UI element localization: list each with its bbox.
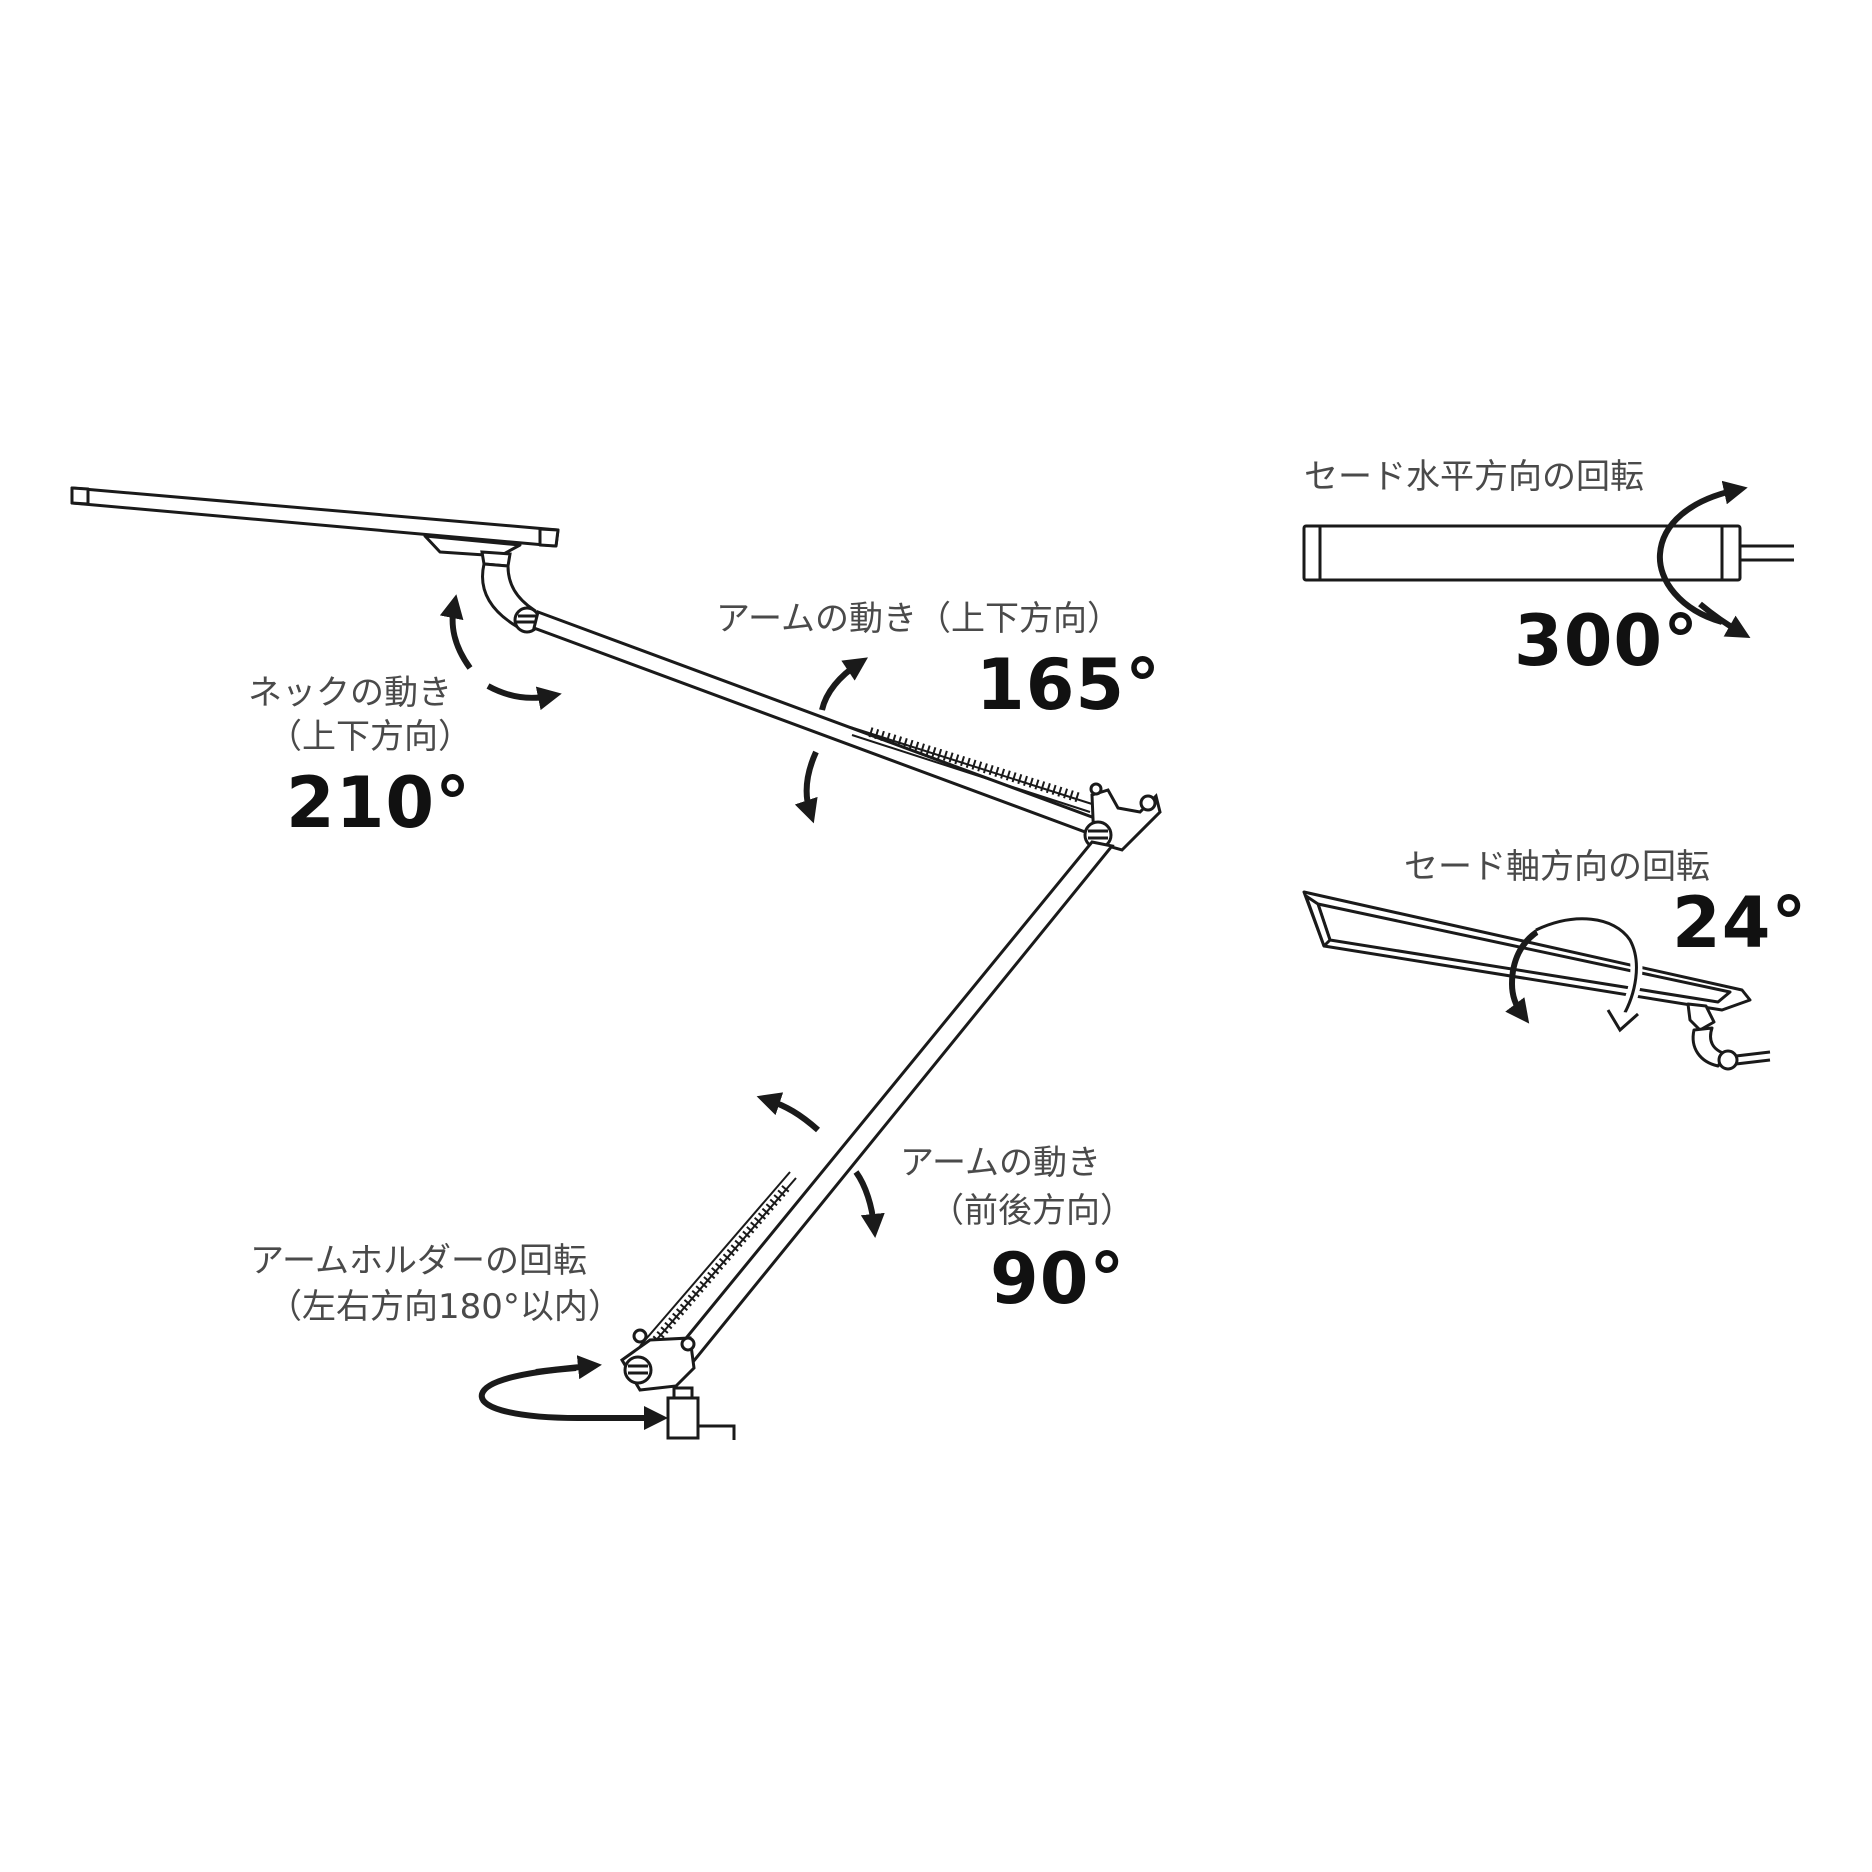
shade-axis-title: セード軸方向の回転: [1404, 847, 1710, 887]
arm-holder-title: アームホルダーの回転: [250, 1241, 587, 1281]
arm-front-back-angle: 90°: [990, 1238, 1126, 1320]
upper-arm-rotation-arrows: [794, 657, 868, 824]
arm-holder-subtitle: （左右方向180°以内）: [268, 1287, 622, 1327]
shade-horizontal-title: セード水平方向の回転: [1304, 457, 1644, 497]
neck-title: ネックの動き: [248, 673, 452, 713]
arm-front-back-title: アームの動き: [900, 1143, 1101, 1183]
shade-axis-rotation-arrow-white: [1533, 912, 1643, 1033]
shade-axis-angle: 24°: [1672, 882, 1808, 964]
arm-holder: [620, 1328, 736, 1440]
arm-vertical-title: アームの動き（上下方向）: [716, 599, 1121, 639]
neck-rotation-arrows: [439, 594, 562, 711]
elbow-joint: [1083, 782, 1162, 852]
lamp-shade: [70, 486, 560, 558]
arm-holder-rotation-arrows: [478, 1355, 668, 1430]
lower-arm-rotation-arrows: [756, 1092, 885, 1238]
arm-vertical-angle: 165°: [976, 644, 1162, 726]
neck-angle: 210°: [286, 762, 472, 844]
lamp-neck: [480, 550, 541, 634]
neck-subtitle: （上下方向）: [268, 717, 472, 757]
shade-horizontal-rotation-arrow: [1656, 480, 1751, 638]
arm-front-back-subtitle: （前後方向）: [930, 1191, 1134, 1231]
shade-horizontal-angle: 300°: [1514, 600, 1700, 682]
shade-horizontal-view: [1302, 524, 1794, 582]
